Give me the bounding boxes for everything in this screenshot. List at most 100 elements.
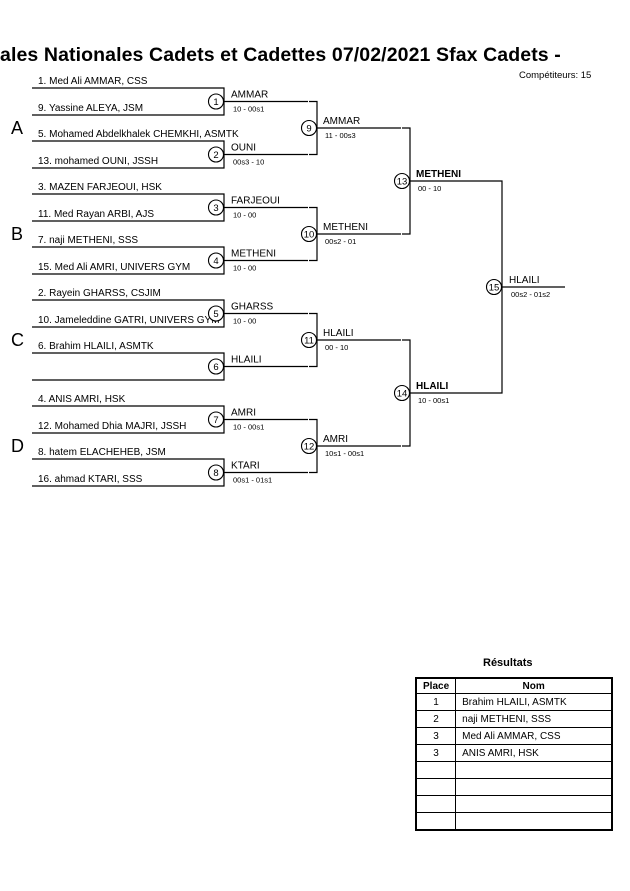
match-winner: OUNI: [231, 143, 256, 154]
match-number: 5: [213, 309, 218, 320]
match-winner: AMMAR: [323, 116, 360, 127]
match-score: 10 - 00s1: [233, 105, 264, 114]
entrant-name: 11. Med Rayan ARBI, AJS: [38, 209, 154, 220]
results-header-place: Place: [415, 677, 457, 694]
match-number-circle: [207, 93, 225, 110]
results-title: Résultats: [483, 657, 533, 669]
match-number: 9: [306, 124, 311, 135]
result-name: [455, 778, 613, 796]
result-place: 3: [415, 744, 457, 762]
match-number-circle: [393, 172, 411, 190]
entrant-name: 16. ahmad KTARI, SSS: [38, 474, 143, 485]
entrant-name: 12. Mohamed Dhia MAJRI, JSSH: [38, 421, 186, 432]
entrant-name: 4. ANIS AMRI, HSK: [38, 394, 126, 405]
match-number-circle: [393, 384, 411, 402]
match-score: 00s2 - 01s2: [511, 290, 550, 299]
result-name: [455, 795, 613, 813]
match-number: 2: [213, 150, 218, 161]
match-number: 10: [304, 230, 315, 241]
match-winner: AMRI: [323, 434, 348, 445]
match-winner: AMRI: [231, 408, 256, 419]
match-number: 15: [489, 283, 500, 294]
entrant-name: 8. hatem ELACHEHEB, JSM: [38, 447, 166, 458]
result-place: [415, 761, 457, 779]
match-winner: HLAILI: [416, 381, 448, 392]
match-number: 4: [213, 256, 218, 267]
result-name: ANIS AMRI, HSK: [455, 744, 613, 762]
table-row: [415, 795, 613, 813]
match-number-circle: [207, 305, 225, 322]
result-name: naji METHENI, SSS: [455, 710, 613, 728]
match-score: 00s2 - 01: [325, 237, 356, 246]
match-number-circle: [207, 199, 225, 216]
match-number-circle: [207, 358, 225, 375]
match-number-circle: [300, 331, 318, 349]
match-number: 7: [213, 415, 218, 426]
match-score: 00 - 10: [325, 343, 348, 352]
match-winner: AMMAR: [231, 90, 268, 101]
results-header-row: Place Nom: [415, 677, 613, 694]
match-winner: HLAILI: [231, 355, 262, 366]
match-number-circle: [300, 225, 318, 243]
match-score: 10 - 00: [233, 264, 256, 273]
match-number: 13: [397, 177, 408, 188]
match-number-circle: [207, 146, 225, 163]
match-score: 10 - 00s1: [233, 423, 264, 432]
match-number: 6: [213, 362, 218, 373]
pool-label: D: [11, 436, 24, 456]
match-score: 10 - 00s1: [418, 396, 449, 405]
match-number-circle: [207, 411, 225, 428]
match-score: 00s1 - 01s1: [233, 476, 272, 485]
result-place: 3: [415, 727, 457, 745]
match-number-circle: [300, 119, 318, 137]
result-name: [455, 812, 613, 831]
result-place: [415, 812, 457, 831]
match-score: 10 - 00: [233, 211, 256, 220]
entrant-name: 7. naji METHENI, SSS: [38, 235, 138, 246]
result-name: Brahim HLAILI, ASMTK: [455, 693, 613, 711]
result-place: 2: [415, 710, 457, 728]
competitor-count: Compétiteurs: 15: [519, 70, 592, 81]
entrant-name: 5. Mohamed Abdelkhalek CHEMKHI, ASMTK: [38, 129, 239, 140]
match-number: 11: [304, 336, 314, 347]
match-number: 12: [304, 442, 315, 453]
match-number: 3: [213, 203, 218, 214]
match-winner: METHENI: [416, 169, 461, 180]
match-number: 1: [213, 97, 218, 108]
match-number-circle: [485, 278, 503, 296]
match-score: 00s3 - 10: [233, 158, 264, 167]
match-winner: METHENI: [231, 249, 276, 260]
match-winner: HLAILI: [509, 275, 540, 286]
match-number: 8: [213, 468, 218, 479]
entrant-name: 6. Brahim HLAILI, ASMTK: [38, 341, 154, 352]
match-winner: FARJEOUI: [231, 196, 280, 207]
entrant-name: 10. Jameleddine GATRI, UNIVERS GYM: [38, 315, 220, 326]
match-number: 14: [397, 389, 408, 400]
match-score: 10 - 00: [233, 317, 256, 326]
match-number-circle: [300, 437, 318, 455]
match-score: 00 - 10: [418, 184, 441, 193]
match-number-circle: [207, 252, 225, 269]
match-number-circle: [207, 464, 225, 481]
match-winner: HLAILI: [323, 328, 354, 339]
result-name: Med Ali AMMAR, CSS: [455, 727, 613, 745]
match-score: 11 - 00s3: [325, 131, 356, 140]
entrant-name: 2. Rayein GHARSS, CSJIM: [38, 288, 161, 299]
entrant-name: 13. mohamed OUNI, JSSH: [38, 156, 158, 167]
event-title: nales Nationales Cadets et Cadettes 07/0…: [0, 44, 561, 66]
result-place: [415, 778, 457, 796]
entrant-name: 3. MAZEN FARJEOUI, HSK: [38, 182, 162, 193]
match-score: 10s1 - 00s1: [325, 449, 364, 458]
table-row: [415, 812, 613, 831]
result-place: 1: [415, 693, 457, 711]
results-header-name: Nom: [455, 677, 613, 694]
pool-label: C: [11, 330, 24, 350]
table-row: [415, 761, 613, 779]
match-winner: GHARSS: [231, 302, 274, 313]
result-place: [415, 795, 457, 813]
